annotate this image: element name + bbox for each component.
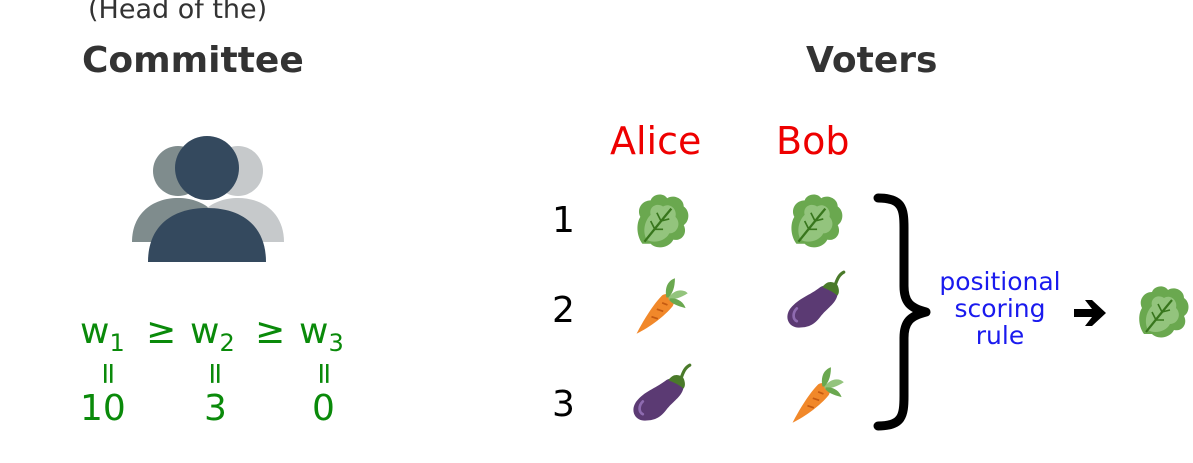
eq-sign-3: = xyxy=(307,360,343,387)
weight-w3: w3 xyxy=(299,311,344,358)
committee-people-icon xyxy=(132,136,284,262)
rule-label: positional scoring rule xyxy=(928,268,1072,349)
rank-1: 1 xyxy=(552,200,575,241)
voter-name-bob: Bob xyxy=(776,119,850,163)
eq-sign-1: = xyxy=(91,360,127,387)
rank-3: 3 xyxy=(552,384,575,425)
lettuce-icon xyxy=(1132,282,1192,342)
lettuce-icon xyxy=(630,190,692,252)
eggplant-icon xyxy=(784,270,848,334)
rule-label-line2: scoring xyxy=(954,294,1046,323)
eggplant-icon xyxy=(630,363,694,427)
geq-sign-2: ≥ xyxy=(255,311,286,352)
committee-subtitle: (Head of the) xyxy=(88,0,268,25)
rank-2: 2 xyxy=(552,290,575,331)
geq-sign-1: ≥ xyxy=(146,311,177,352)
carrot-icon xyxy=(628,274,692,338)
voters-title: Voters xyxy=(806,40,938,81)
lettuce-icon xyxy=(784,190,846,252)
voter-name-alice: Alice xyxy=(610,119,702,163)
carrot-icon xyxy=(784,363,848,427)
committee-title: Committee xyxy=(82,40,304,81)
weight-w2: w2 xyxy=(190,311,235,358)
weight-w1: w1 xyxy=(80,311,125,358)
rule-label-line3: rule xyxy=(975,321,1025,350)
weight-value-2: 3 xyxy=(204,388,227,429)
weight-value-3: 0 xyxy=(312,388,335,429)
arrow-right-icon xyxy=(1074,300,1106,326)
curly-brace xyxy=(873,193,931,431)
weight-value-1: 10 xyxy=(80,388,126,429)
rule-label-line1: positional xyxy=(939,267,1061,296)
eq-sign-2: = xyxy=(198,360,234,387)
